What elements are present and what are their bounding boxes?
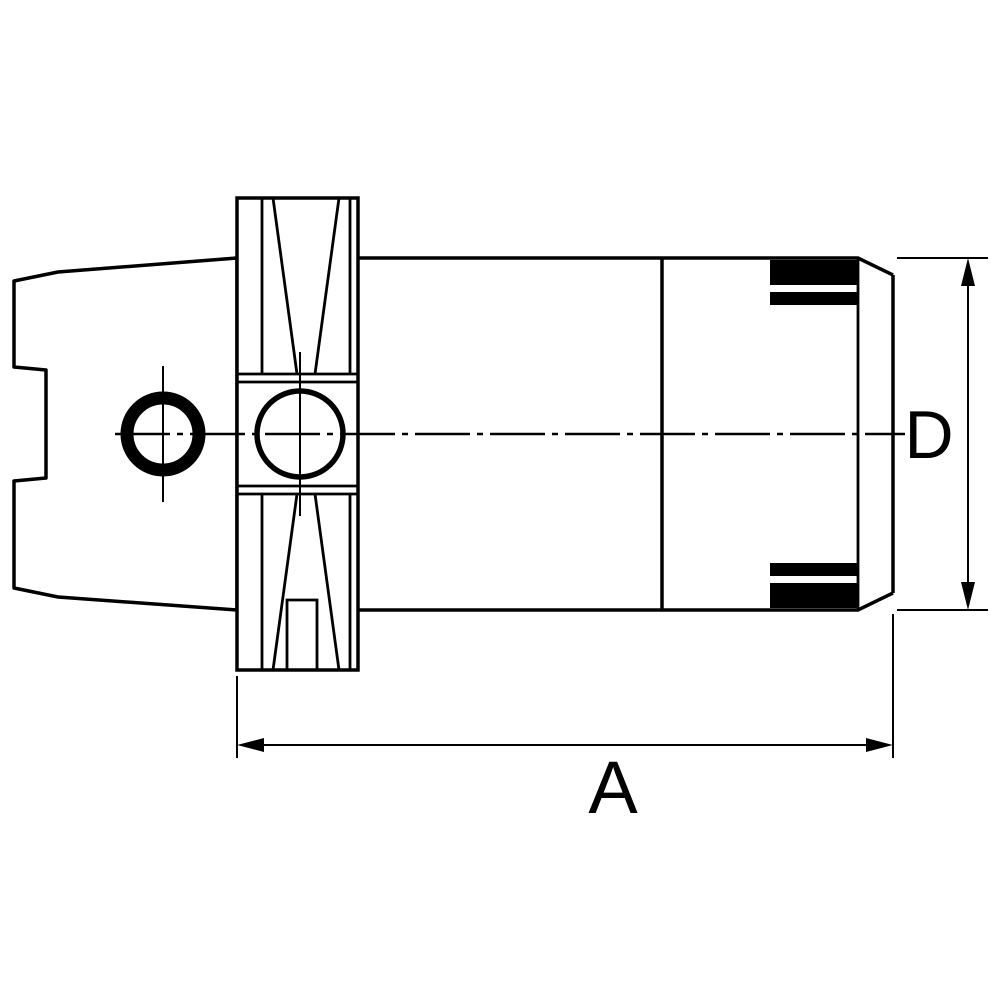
vgroove-bottom-right — [313, 493, 341, 671]
vgroove-top-left — [271, 197, 299, 375]
dimension-a-label: A — [588, 746, 638, 829]
dim-a-arrow-left — [237, 738, 264, 752]
dim-d-arrow-top — [961, 258, 975, 286]
dim-a-arrow-right — [866, 738, 893, 752]
grip-groove-top-inner — [770, 292, 858, 305]
dimension-d: D — [897, 257, 988, 611]
vgroove-bottom-left — [271, 493, 299, 671]
grip-groove-top-outer — [770, 260, 858, 285]
vgroove-top-right — [313, 197, 341, 375]
dim-d-arrow-bottom — [961, 582, 975, 610]
flange-drive-slot — [285, 598, 319, 670]
grip-groove-bottom-outer — [770, 583, 858, 608]
dimension-a: A — [236, 614, 894, 829]
grip-groove-bottom-inner — [770, 563, 858, 576]
dimension-d-label: D — [904, 397, 953, 473]
